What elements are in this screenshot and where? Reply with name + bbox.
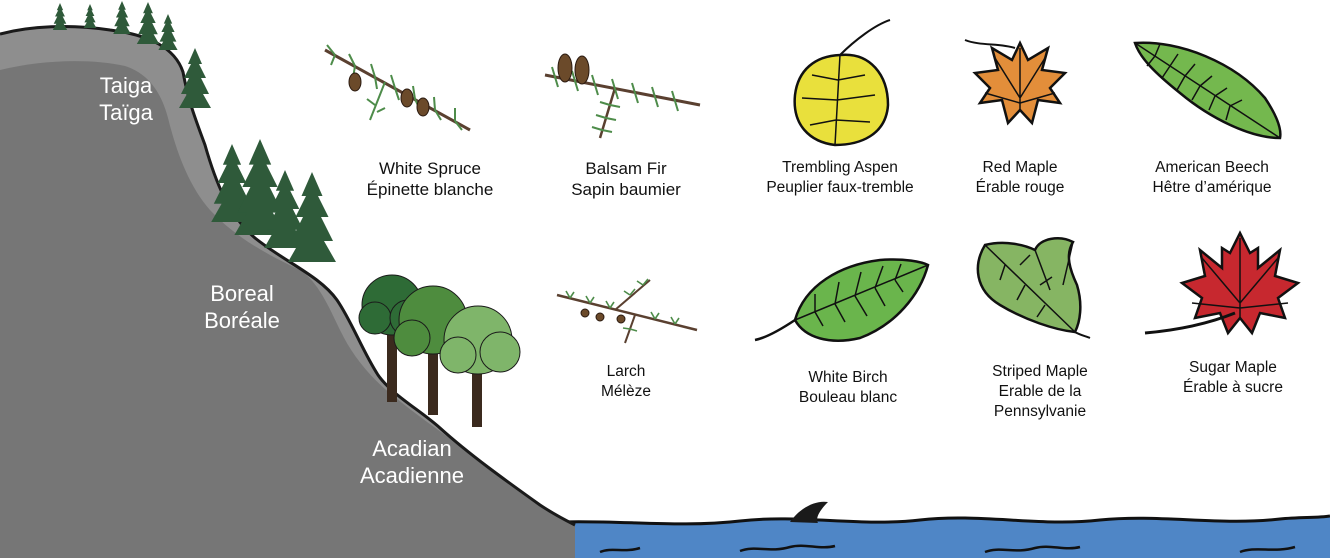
beech-leaf-icon <box>1135 43 1280 138</box>
red-maple-leaf-icon <box>965 40 1065 123</box>
birch-leaf-icon <box>755 259 928 340</box>
species-label-white-birch: White Birch Bouleau blanc <box>748 368 948 408</box>
species-label-sugar-maple: Sugar Maple Érable à sucre <box>1133 358 1330 398</box>
species-name-en: Trembling Aspen <box>740 158 940 178</box>
species-label-american-beech: American Beech Hêtre d’amérique <box>1112 158 1312 198</box>
sugar-maple-leaf-icon <box>1145 233 1298 333</box>
species-name-en: Striped Maple <box>940 362 1140 382</box>
species-label-balsam-fir: Balsam Fir Sapin baumier <box>526 158 726 200</box>
species-name-fr-line2: Pennsylvanie <box>940 402 1140 422</box>
zone-name-en: Boreal <box>162 280 322 307</box>
species-name-fr: Mélèze <box>526 382 726 402</box>
species-name-fr: Hêtre d’amérique <box>1112 178 1312 198</box>
fir-branch-icon <box>545 54 700 138</box>
zone-label-taiga: Taiga Taïga <box>46 72 206 126</box>
species-name-en: Larch <box>526 362 726 382</box>
species-name-en: Red Maple <box>920 158 1120 178</box>
species-name-fr: Sapin baumier <box>526 179 726 200</box>
striped-maple-leaf-icon <box>978 238 1090 338</box>
species-name-fr: Erable de la <box>940 382 1140 402</box>
species-name-fr: Bouleau blanc <box>748 388 948 408</box>
aspen-leaf-icon <box>795 20 890 145</box>
species-name-en: Sugar Maple <box>1133 358 1330 378</box>
species-name-en: White Spruce <box>330 158 530 179</box>
species-name-fr: Peuplier faux-tremble <box>740 178 940 198</box>
species-label-larch: Larch Mélèze <box>526 362 726 402</box>
species-name-en: American Beech <box>1112 158 1312 178</box>
zone-name-fr: Boréale <box>162 307 322 334</box>
species-name-en: Balsam Fir <box>526 158 726 179</box>
species-name-fr: Érable à sucre <box>1133 378 1330 398</box>
species-label-red-maple: Red Maple Érable rouge <box>920 158 1120 198</box>
zone-name-en: Acadian <box>332 435 492 462</box>
zone-label-boreal: Boreal Boréale <box>162 280 322 334</box>
zone-name-fr: Taïga <box>46 99 206 126</box>
spruce-branch-icon <box>325 45 470 130</box>
species-label-striped-maple: Striped Maple Erable de la Pennsylvanie <box>940 362 1140 422</box>
species-label-white-spruce: White Spruce Épinette blanche <box>330 158 530 200</box>
species-label-trembling-aspen: Trembling Aspen Peuplier faux-tremble <box>740 158 940 198</box>
zone-name-en: Taiga <box>46 72 206 99</box>
species-name-fr: Épinette blanche <box>330 179 530 200</box>
zone-label-acadian: Acadian Acadienne <box>332 435 492 489</box>
species-name-fr: Érable rouge <box>920 178 1120 198</box>
species-name-en: White Birch <box>748 368 948 388</box>
larch-branch-icon <box>557 279 697 343</box>
lake-water <box>560 502 1330 558</box>
zone-name-fr: Acadienne <box>332 462 492 489</box>
